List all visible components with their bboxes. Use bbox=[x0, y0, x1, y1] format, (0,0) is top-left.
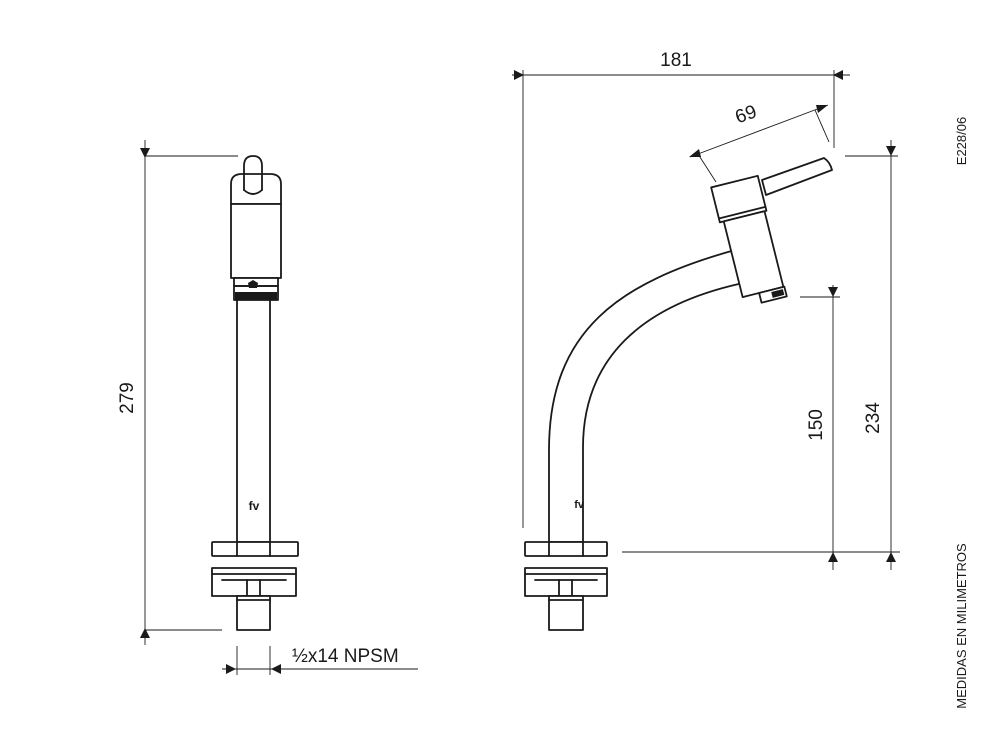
dimension-thread: ½x14 NPSM bbox=[222, 646, 418, 675]
front-body-cap bbox=[230, 173, 282, 205]
aerator-hatch bbox=[235, 280, 277, 300]
dim-181-label: 181 bbox=[660, 50, 692, 71]
dim-69-label: 69 bbox=[733, 101, 760, 128]
dimension-150: 150 bbox=[622, 285, 900, 570]
side-shank bbox=[548, 595, 584, 631]
dim-279-label: 279 bbox=[117, 382, 138, 414]
dimension-234: 234 bbox=[845, 140, 898, 570]
side-valve-body bbox=[710, 174, 788, 304]
dim-thread-label: ½x14 NPSM bbox=[292, 646, 399, 667]
front-nut bbox=[211, 567, 297, 597]
side-nut bbox=[524, 567, 608, 597]
dimension-279: 279 bbox=[117, 140, 238, 645]
front-body bbox=[230, 203, 282, 279]
side-lever bbox=[761, 157, 833, 196]
units-note: MEDIDAS EN MILIMETROS bbox=[954, 543, 969, 709]
side-flange bbox=[524, 541, 608, 557]
side-view: fv bbox=[524, 157, 833, 631]
dim-150-label: 150 bbox=[806, 409, 827, 441]
drawing-code: E228/06 bbox=[954, 117, 969, 165]
front-view: fv bbox=[211, 155, 299, 631]
dim-234-label: 234 bbox=[863, 402, 884, 434]
front-flange bbox=[211, 541, 299, 557]
dimension-181: 181 bbox=[512, 50, 850, 528]
fv-logo-front: fv bbox=[249, 499, 260, 513]
front-shank bbox=[236, 595, 271, 631]
fv-logo-side: fv bbox=[574, 499, 585, 511]
